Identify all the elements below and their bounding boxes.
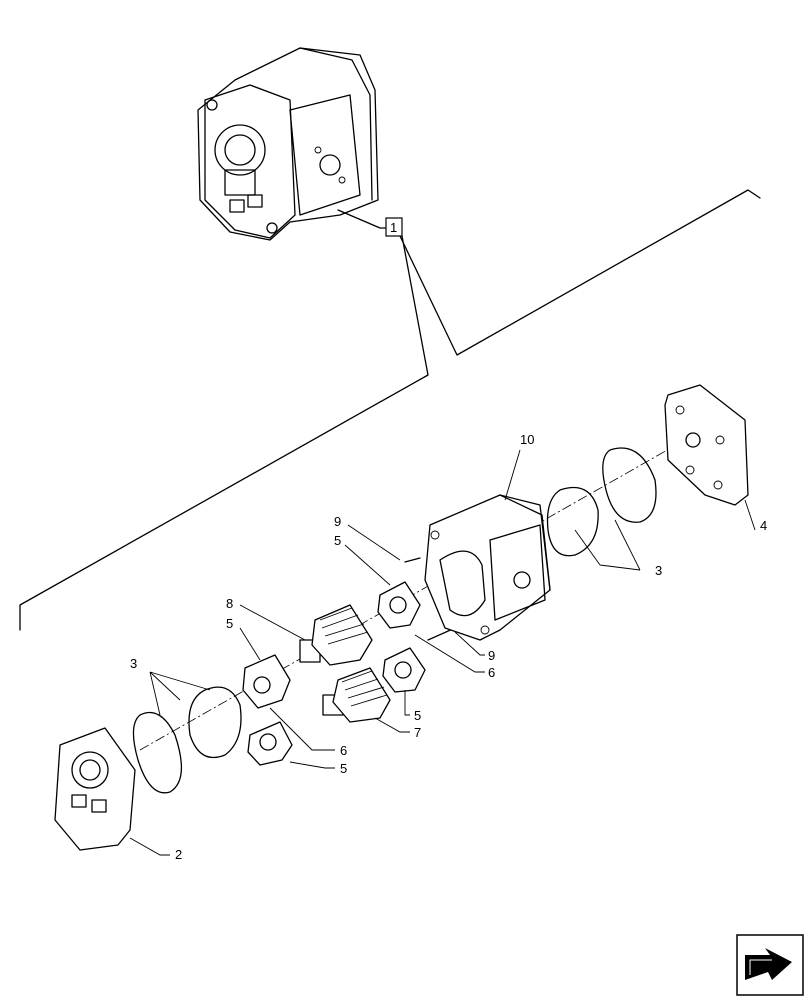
callout-1: 1 xyxy=(390,220,397,235)
callout-8: 8 xyxy=(226,596,233,611)
callout-6-lower: 6 xyxy=(340,743,347,758)
next-page-arrow-icon[interactable] xyxy=(736,934,804,996)
seal-right xyxy=(546,486,599,557)
callout-2: 2 xyxy=(175,847,182,862)
callout-4: 4 xyxy=(760,518,767,533)
callout-leaders xyxy=(129,449,756,856)
callout-5-upper: 5 xyxy=(334,533,341,548)
rear-cover-drawing xyxy=(664,384,749,506)
callout-7: 7 xyxy=(414,725,421,740)
callout-6-upper: 6 xyxy=(488,665,495,680)
callout-3-left: 3 xyxy=(130,656,137,671)
front-cover-drawing xyxy=(54,727,136,851)
callout-5-lower-left: 5 xyxy=(340,761,347,776)
o-ring-right xyxy=(602,447,657,523)
pump-body-drawing xyxy=(424,494,551,641)
callout-5-left: 5 xyxy=(226,616,233,631)
gears xyxy=(299,604,391,723)
assembly-leaders xyxy=(19,189,761,631)
callout-5-right: 5 xyxy=(414,708,421,723)
callout-9-lower: 9 xyxy=(488,648,495,663)
seal-left xyxy=(188,686,242,759)
pin-upper xyxy=(404,557,421,563)
bushings xyxy=(242,581,426,766)
o-ring-left xyxy=(132,711,183,794)
pump-assembly-drawing xyxy=(197,47,379,241)
callout-9-upper: 9 xyxy=(334,514,341,529)
callout-10: 10 xyxy=(520,432,534,447)
callout-3-right: 3 xyxy=(655,563,662,578)
callout-1-box xyxy=(385,217,403,237)
